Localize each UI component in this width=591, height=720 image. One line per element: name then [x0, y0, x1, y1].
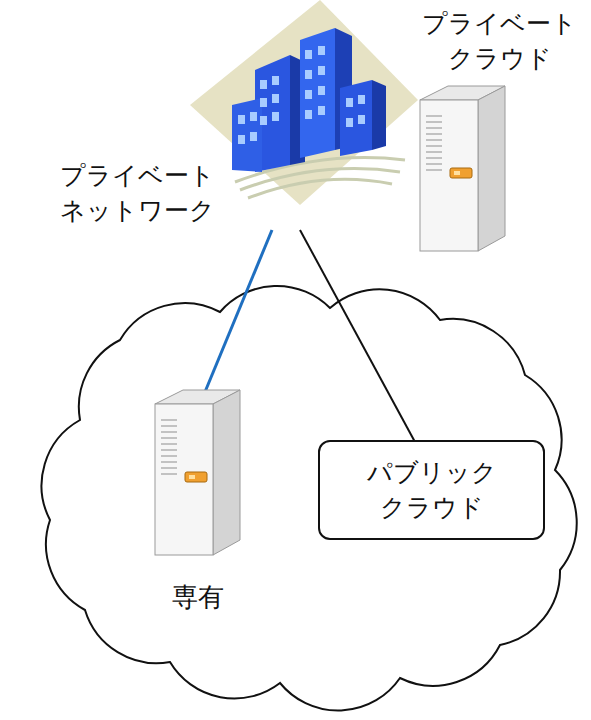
building-illustration [190, 0, 418, 205]
internet-line [300, 230, 415, 442]
private-network-line [200, 230, 272, 404]
cloud-label-node: プライベート クラウド [413, 6, 588, 76]
cloud-outline [42, 286, 577, 711]
rounded-box: パブリック クラウド [318, 440, 545, 540]
server-node: 専有 [135, 385, 260, 615]
server-icon [154, 389, 241, 557]
node-text: パブリック クラウド [334, 455, 529, 525]
server-icon [420, 86, 505, 251]
node-text: プライベート クラウド [413, 6, 588, 76]
node-text: 専有 [135, 579, 260, 615]
network-label: プライベート ネットワーク [60, 158, 260, 228]
